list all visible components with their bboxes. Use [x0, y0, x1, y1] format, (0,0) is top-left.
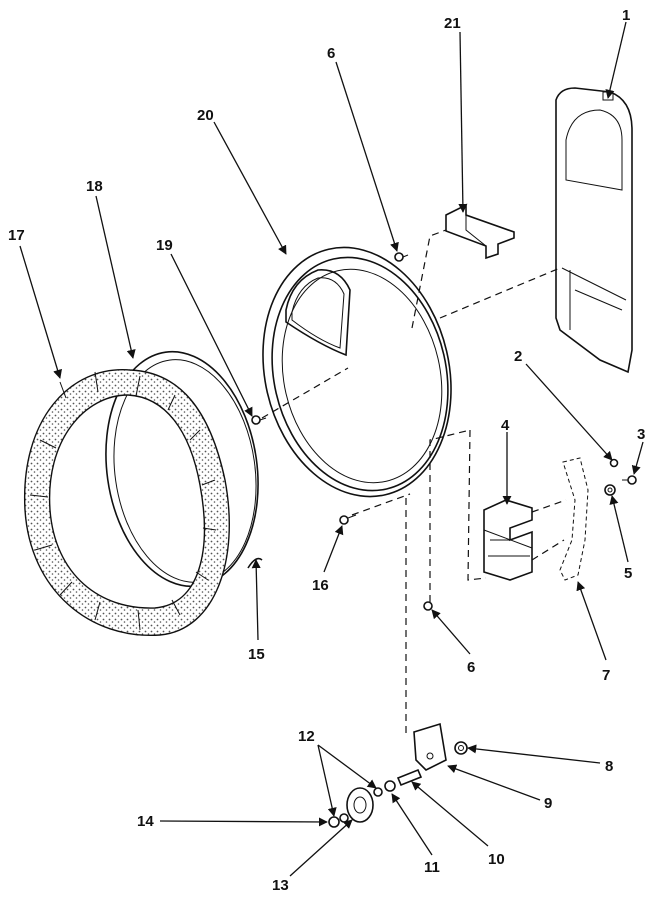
screw-2 — [609, 458, 619, 468]
washer-12 — [373, 787, 383, 797]
nut-14 — [328, 813, 349, 828]
screw-19 — [251, 415, 267, 425]
callout-2: 2 — [514, 348, 522, 365]
callout-16: 16 — [312, 577, 329, 594]
washer-11 — [384, 780, 396, 792]
latch-part-9 — [413, 722, 447, 771]
hinge-part — [483, 499, 533, 581]
callout-13: 13 — [272, 877, 289, 894]
callout-12: 12 — [298, 728, 315, 745]
callout-4: 4 — [501, 417, 510, 434]
alignment-lines — [261, 229, 567, 735]
callout-8: 8 — [605, 758, 613, 775]
washer-5 — [604, 484, 616, 496]
screw-6-bottom — [423, 601, 433, 611]
front-panel — [262, 246, 452, 498]
pulley-13 — [346, 787, 374, 823]
callout-14: 14 — [137, 813, 154, 830]
door-switch-strip — [559, 457, 589, 581]
callout-1: 1 — [622, 7, 630, 24]
callout-labels: 1 21 6 20 18 17 19 2 3 4 5 7 6 16 15 12 … — [8, 7, 645, 894]
callout-20: 20 — [197, 107, 214, 124]
callout-17: 17 — [8, 227, 25, 244]
screw-3 — [622, 475, 637, 485]
callout-7: 7 — [602, 667, 610, 684]
insulation-ring — [24, 369, 230, 636]
callout-21: 21 — [444, 15, 461, 32]
callout-9: 9 — [544, 795, 552, 812]
callout-10: 10 — [488, 851, 505, 868]
callout-6-top: 6 — [327, 45, 335, 62]
callout-18: 18 — [86, 178, 103, 195]
clip-15 — [247, 557, 263, 569]
callout-6-bottom: 6 — [467, 659, 475, 676]
bracket-part — [445, 203, 515, 260]
nut-8 — [454, 741, 468, 755]
callout-11: 11 — [424, 859, 440, 876]
lint-filter-panel — [555, 87, 633, 374]
callout-15: 15 — [248, 646, 265, 663]
leader-lines — [19, 21, 644, 877]
callout-3: 3 — [637, 426, 645, 443]
screw-16 — [339, 514, 357, 525]
callout-19: 19 — [156, 237, 173, 254]
screw-6-top — [394, 252, 409, 262]
pin-10 — [396, 768, 423, 787]
callout-5: 5 — [624, 565, 632, 582]
